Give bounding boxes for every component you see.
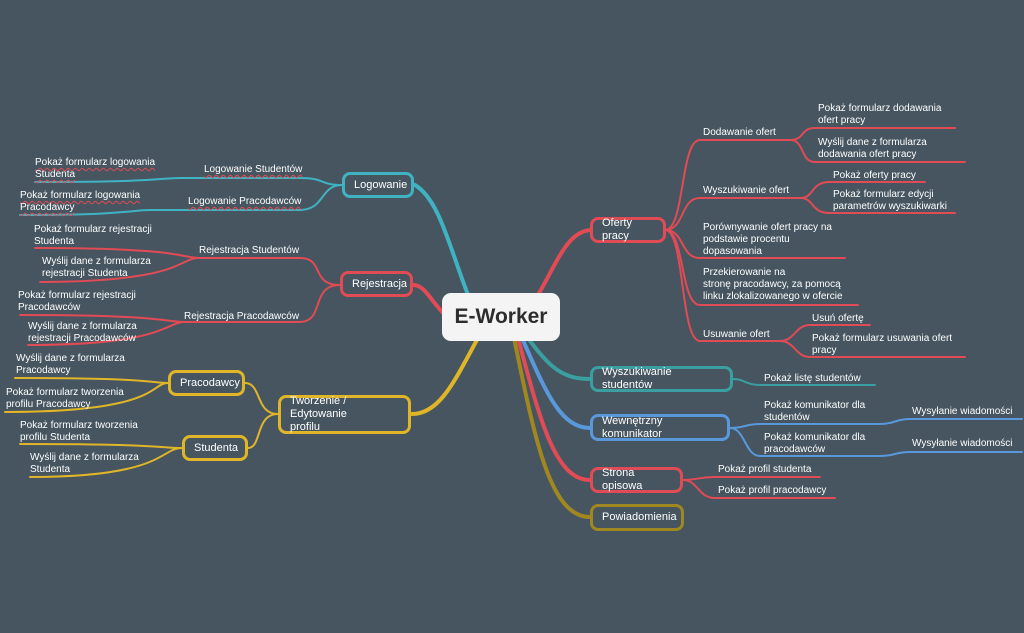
komunikator-connectors xyxy=(520,336,1023,457)
topic-studenta[interactable]: Studenta xyxy=(182,435,248,461)
topic-oferty-pracy[interactable]: Oferty pracy xyxy=(590,217,666,243)
leaf-pokaz-profil-pracodawcy[interactable]: Pokaż profil pracodawcy xyxy=(718,485,827,496)
leaf-formularz-edycji-wyszukiwarki[interactable]: Pokaż formularz edycji parametrów wyszuk… xyxy=(833,189,947,212)
leaf-pokaz-liste-studentow[interactable]: Pokaż listę studentów xyxy=(764,373,861,384)
leaf-wyslij-dane-studenta[interactable]: Wyślij dane z formularza Studenta xyxy=(30,452,139,475)
subtopic-porownywanie-ofert[interactable]: Porównywanie ofert pracy na podstawie pr… xyxy=(703,222,832,257)
subtopic-rejestracja-pracodawcow[interactable]: Rejestracja Pracodawców xyxy=(184,311,300,322)
leaf-formularz-dodawania-ofert[interactable]: Pokaż formularz dodawania ofert pracy xyxy=(818,103,942,126)
topic-powiadomienia[interactable]: Powiadomienia xyxy=(590,504,684,531)
subtopic-przekierowanie[interactable]: Przekierowanie na stronę pracodawcy, za … xyxy=(703,267,843,302)
rejestracja-connectors xyxy=(19,247,447,346)
topic-logowanie[interactable]: Logowanie xyxy=(342,172,414,198)
wyszukiwanie-connectors xyxy=(524,333,876,386)
leaf-formularz-logowania-studenta[interactable]: Pokaż formularz logowania Studenta xyxy=(35,157,156,180)
leaf-usun-oferte[interactable]: Usuń ofertę xyxy=(812,313,864,324)
leaf-wyslij-dane-oferty[interactable]: Wyślij dane z formularza dodawania ofert… xyxy=(818,137,927,160)
subtopic-komunikator-studentow[interactable]: Pokaż komunikator dla studentów xyxy=(764,400,866,423)
topic-tworzenie[interactable]: Tworzenie / Edytowanie profilu xyxy=(278,395,411,434)
leaf-formularz-rejestracji-pracodawcow[interactable]: Pokaż formularz rejestracji Pracodawców xyxy=(18,290,136,313)
topic-pracodawcy[interactable]: Pracodawcy xyxy=(168,370,245,396)
leaf-wyslij-rejestracja-pracodawcow[interactable]: Wyślij dane z formularza rejestracji Pra… xyxy=(28,321,137,344)
topic-komunikator[interactable]: Wewnętrzny komunikator xyxy=(590,414,730,441)
leaf-pokaz-profil-studenta[interactable]: Pokaż profil studenta xyxy=(718,464,812,475)
strona-connectors xyxy=(516,336,836,499)
leaf-formularz-profilu-studenta[interactable]: Pokaż formularz tworzenia profilu Studen… xyxy=(20,420,138,443)
subtopic-wyszukiwanie-ofert[interactable]: Wyszukiwanie ofert xyxy=(703,185,790,196)
subtopic-logowanie-pracodawcow[interactable]: Logowanie Pracodawców xyxy=(188,196,302,207)
leaf-wysylanie-wiadomosci-studenci[interactable]: Wysyłanie wiadomości xyxy=(912,406,1013,417)
subtopic-rejestracja-studentow[interactable]: Rejestracja Studentów xyxy=(199,245,300,256)
leaf-formularz-usuwania-ofert[interactable]: Pokaż formularz usuwania ofert pracy xyxy=(812,333,953,356)
subtopic-komunikator-pracodawcow[interactable]: Pokaż komunikator dla pracodawców xyxy=(764,432,866,455)
central-topic[interactable]: E-Worker xyxy=(445,296,557,338)
tworzenie-connectors xyxy=(4,336,480,478)
leaf-formularz-rejestracji-studenta[interactable]: Pokaż formularz rejestracji Studenta xyxy=(34,224,152,247)
topic-rejestracja[interactable]: Rejestracja xyxy=(340,271,413,297)
leaf-wysylanie-wiadomosci-pracodawcy[interactable]: Wysyłanie wiadomości xyxy=(912,438,1013,449)
leaf-formularz-profilu-pracodawcy[interactable]: Pokaż formularz tworzenia profilu Pracod… xyxy=(6,387,124,410)
subtopic-dodawanie-ofert[interactable]: Dodawanie ofert xyxy=(703,127,776,138)
subtopic-usuwanie-ofert[interactable]: Usuwanie ofert xyxy=(703,329,770,340)
topic-wyszukiwanie-studentow[interactable]: Wyszukiwanie studentów xyxy=(590,366,733,392)
leaf-formularz-logowania-pracodawcy[interactable]: Pokaż formularz logowania Pracodawcy xyxy=(20,190,141,213)
oferty-connectors xyxy=(528,127,966,358)
leaf-wyslij-dane-pracodawcy[interactable]: Wyślij dane z formularza Pracodawcy xyxy=(16,353,125,376)
logowanie-connectors xyxy=(19,177,472,302)
leaf-pokaz-oferty[interactable]: Pokaż oferty pracy xyxy=(833,170,916,181)
topic-strona-opisowa[interactable]: Strona opisowa xyxy=(590,467,683,493)
leaf-wyslij-rejestracja-studenta[interactable]: Wyślij dane z formularza rejestracji Stu… xyxy=(42,256,151,279)
powiadomienia-connectors xyxy=(512,336,592,519)
subtopic-logowanie-studentow[interactable]: Logowanie Studentów xyxy=(204,164,303,175)
